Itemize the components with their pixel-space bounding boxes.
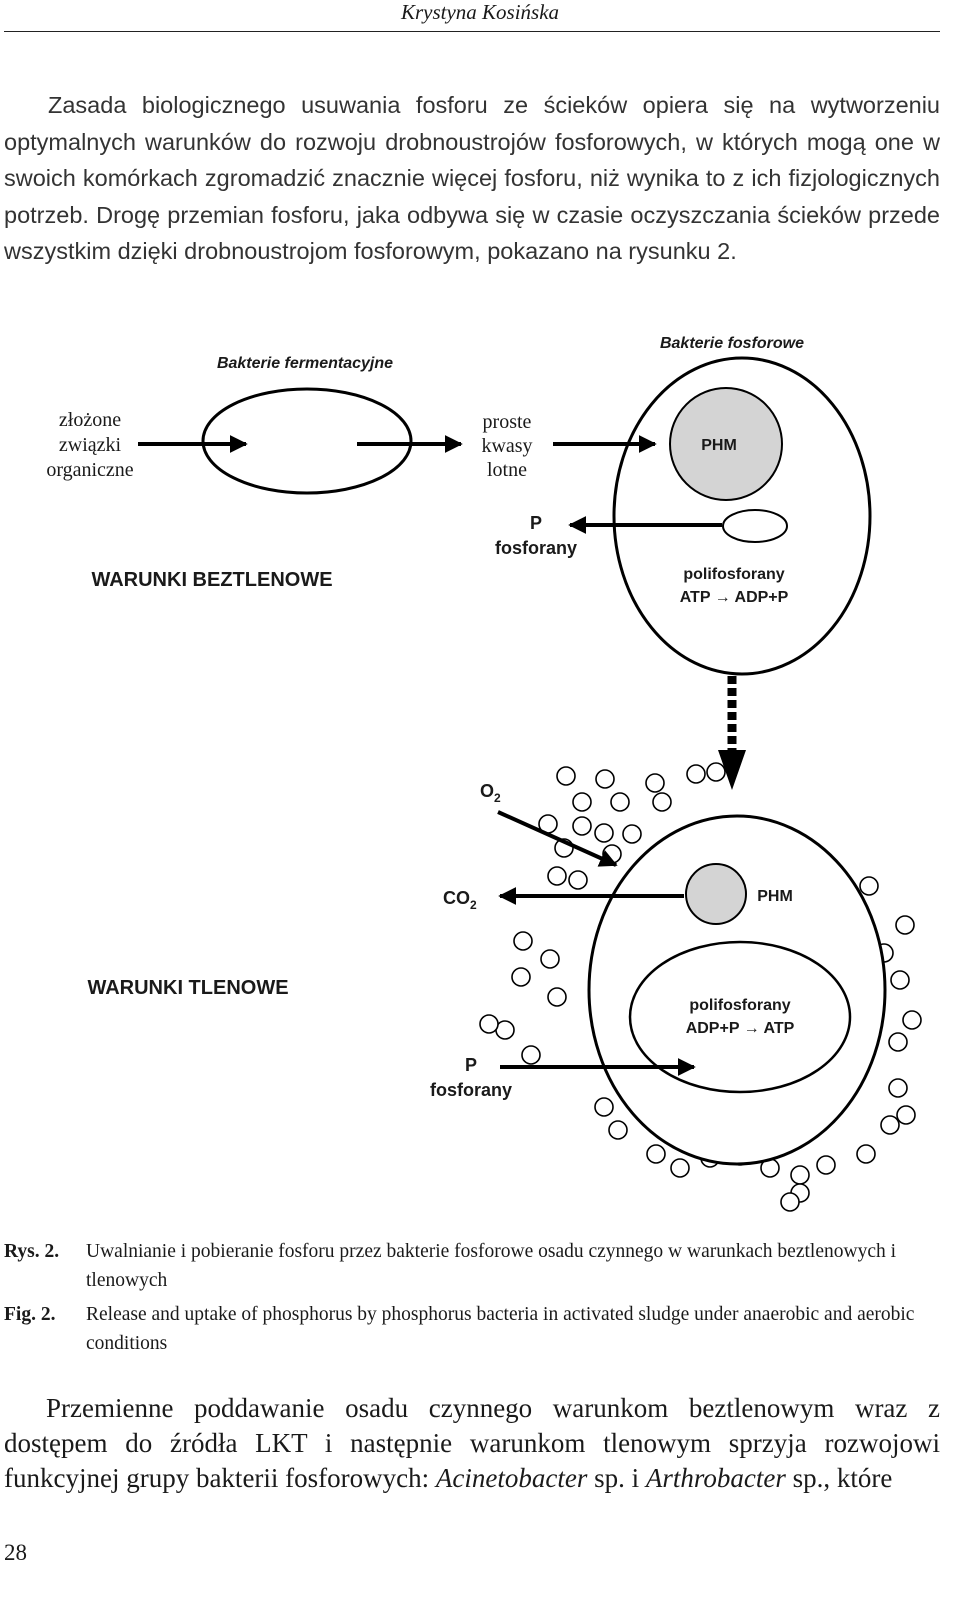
complex-organics-line3: organiczne — [46, 459, 133, 481]
vfa-line3: lotne — [487, 459, 527, 481]
fermentation-bacteria-label: Bakterie fermentacyjne — [217, 355, 393, 372]
phosphorus-bacteria-cell-anaerobic — [612, 356, 872, 676]
vfa-line2: kwasy — [481, 435, 532, 457]
vfa-line1: proste — [483, 411, 532, 433]
caption-polish: Rys. 2. Uwalnianie i pobieranie fosforu … — [4, 1237, 940, 1295]
polyphosphate-granule-anaerobic — [722, 509, 788, 543]
anaerobic-conditions-label: WARUNKI BEZTLENOWE — [91, 569, 332, 591]
complex-organics-line1: złożone — [59, 409, 121, 431]
caption-polish-label: Rys. 2. — [4, 1241, 60, 1262]
running-header-author: Krystyna Kosińska — [400, 0, 560, 24]
phm-label-anaerobic: PHM — [701, 437, 737, 454]
phosphate-label-top: fosforany — [495, 538, 577, 558]
header-rule — [4, 31, 940, 32]
phm-granule-aerobic — [685, 863, 747, 925]
genus-arthrobacter: Arthrobacter — [645, 1463, 786, 1493]
intro-paragraph: Zasada biologicznego usuwania fosforu ze… — [4, 87, 940, 270]
phosphate-p-label-top: P — [530, 513, 542, 533]
polyphosphate-granule-aerobic — [628, 940, 852, 1094]
transition-arrowhead — [718, 750, 746, 790]
phosphate-label-bottom: fosforany — [430, 1080, 512, 1100]
body-paragraph-text: Przemienne poddawanie osadu czynnego war… — [4, 1393, 940, 1493]
caption-english-text: Release and uptake of phosphorus by phos… — [86, 1304, 915, 1354]
genus-acinetobacter: Acinetobacter — [435, 1463, 588, 1493]
phosphorus-bacteria-label: Bakterie fosforowe — [660, 335, 804, 352]
oxygen-label: O2 — [480, 781, 501, 805]
fermentation-bacteria-cell — [201, 387, 413, 495]
phm-label-aerobic: PHM — [757, 888, 793, 905]
reaction-aerobic: ADP+P → ATP — [686, 1020, 795, 1037]
page-number: 28 — [4, 1540, 27, 1565]
phm-granule-anaerobic — [669, 387, 783, 501]
body-paragraph-mid: sp. i — [587, 1463, 646, 1493]
caption-english-label: Fig. 2. — [4, 1304, 56, 1325]
polyphosphate-label-anaerobic: polifosforany — [683, 566, 784, 583]
caption-english: Fig. 2. Release and uptake of phosphorus… — [4, 1300, 940, 1358]
intro-paragraph-text: Zasada biologicznego usuwania fosforu ze… — [4, 92, 940, 265]
reaction-anaerobic: ATP → ADP+P — [680, 589, 789, 606]
caption-polish-text: Uwalnianie i pobieranie fosforu przez ba… — [86, 1241, 897, 1291]
oxygen-uptake-arrow — [497, 810, 618, 867]
aerobic-conditions-label: WARUNKI TLENOWE — [87, 977, 288, 999]
co2-label: CO2 — [443, 888, 477, 912]
complex-organics-line2: związki — [59, 434, 122, 456]
phosphorus-cycle-figure: Bakterie fermentacyjne złożone związki o… — [46, 335, 922, 1212]
body-paragraph: Przemienne poddawanie osadu czynnego war… — [4, 1391, 940, 1496]
phosphate-p-label-bottom: P — [465, 1055, 477, 1075]
polyphosphate-label-aerobic: polifosforany — [689, 997, 790, 1014]
body-paragraph-end: sp., które — [785, 1463, 893, 1493]
